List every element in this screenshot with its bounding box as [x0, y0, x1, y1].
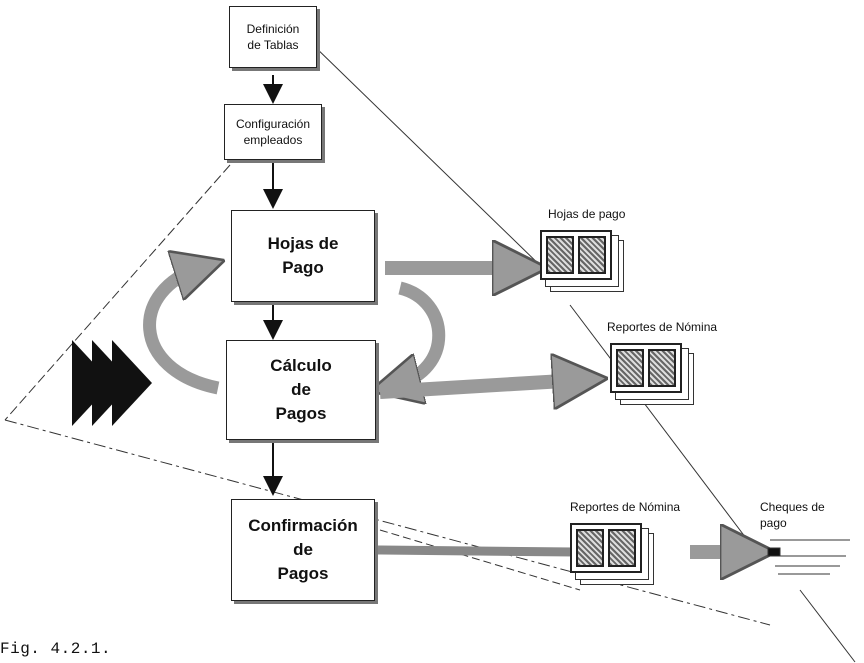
- box-confirmacion-de-pagos: Confirmación de Pagos: [231, 499, 375, 601]
- arrow-calculo-out: [379, 380, 580, 392]
- label-reportes-nomina-2: Reportes de Nómina: [570, 500, 681, 514]
- label-cheques-de-pago: Cheques de pago: [760, 500, 825, 530]
- cycle-arrows: [143, 268, 446, 395]
- funnel-line-right-lower: [569, 304, 756, 551]
- label-reportes-nomina-1: Reportes de Nómina: [607, 320, 718, 334]
- box-calculo-de-pagos: Cálculo de Pagos: [226, 340, 376, 440]
- box-hojas-de-pago: Hojas de Pago: [231, 210, 375, 302]
- chevron-arrows-icon: [72, 340, 152, 426]
- cheques-icon: [767, 539, 850, 575]
- funnel-line-left: [4, 164, 231, 421]
- figure-caption: Fig. 4.2.1.: [0, 640, 112, 658]
- funnel-line-top-right: [309, 41, 551, 276]
- arrow-confirm-out: [377, 545, 576, 557]
- cycle-arrow-right: [395, 281, 446, 385]
- output-arrows: [379, 268, 748, 552]
- label-hojas-de-pago: Hojas de pago: [548, 207, 626, 221]
- funnel-line-confirm: [379, 529, 581, 591]
- box-configuracion-empleados: Configuración empleados: [224, 104, 322, 160]
- funnel-line-bottom: [4, 419, 771, 626]
- cycle-arrow-left: [143, 268, 218, 395]
- funnel-line-right-end: [799, 589, 856, 663]
- funnel-lines: [4, 41, 856, 663]
- box-definicion-tablas: Definición de Tablas: [229, 6, 317, 68]
